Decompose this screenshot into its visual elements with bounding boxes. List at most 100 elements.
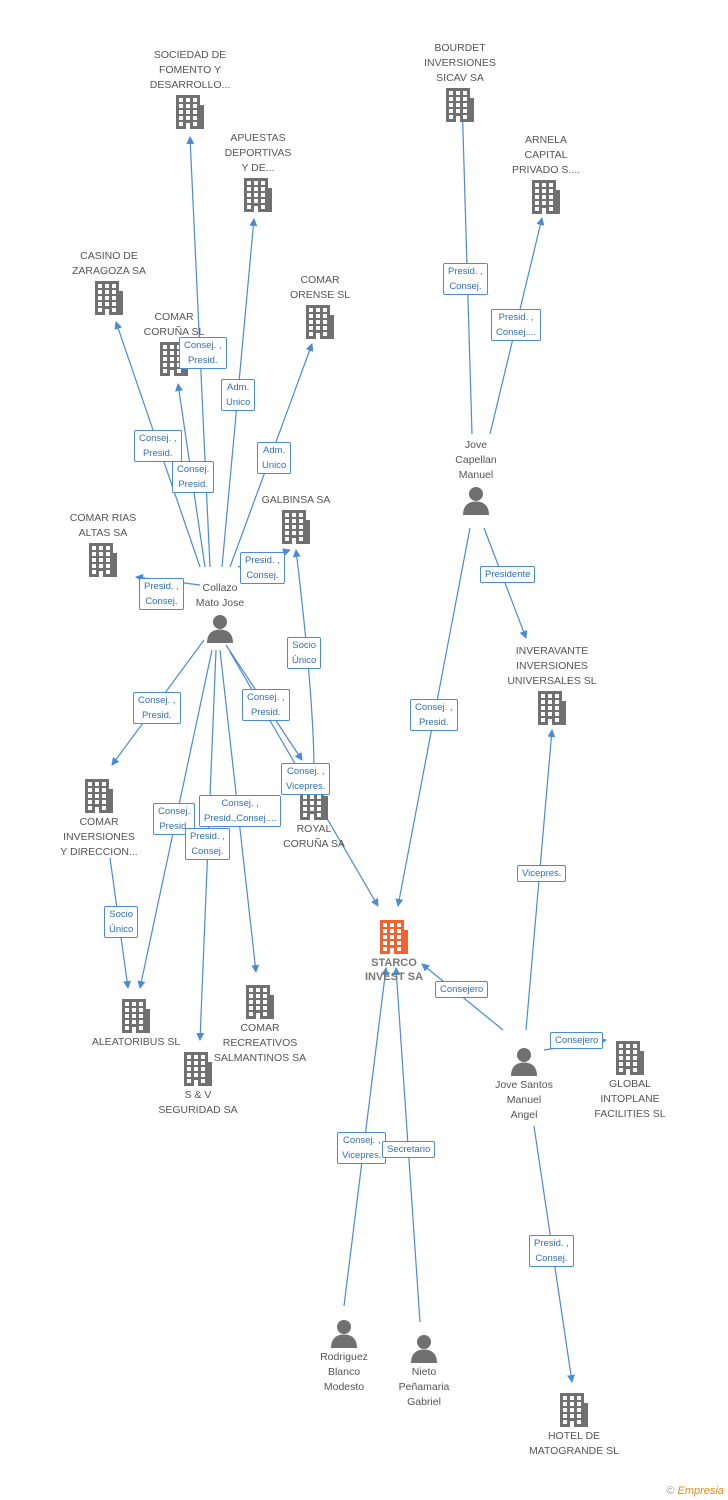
edge-role-label[interactable]: Adm. Unico [257,442,292,474]
edge-role-label[interactable]: Presidente [480,566,536,583]
edge-role-label[interactable]: Consejero [550,1032,604,1049]
node-label: COMAR ORENSE SL [255,273,385,303]
person-icon [463,487,489,515]
edge-role-text: Consej. , [139,433,177,444]
edge-role-label[interactable]: Consej. ,Presid. [134,430,182,462]
building-icon [176,95,204,129]
edge-role-label[interactable]: Presid. ,Consej. [139,578,184,610]
node-label-line: Jove [464,439,488,451]
node-label-line: GLOBAL [608,1078,652,1090]
empresia-logo: Empresia [677,1485,724,1497]
edge-royal-to-galbinsa [292,549,315,773]
edge-role-label[interactable]: Consej. Presid. [172,461,215,493]
edge-role-label[interactable]: Presid. ,Consej. [529,1235,574,1267]
building-icon [306,305,334,339]
node-label-line: CASINO DE [80,250,138,262]
edge-role-text: Adm. [263,445,286,456]
node-galbinsa[interactable]: GALBINSA SA [231,493,361,546]
building-icon [560,1393,588,1427]
edge-role-text: Consej. [158,806,191,817]
edge-role-label[interactable]: Consej. ,Presid. [410,699,458,731]
node-label-line: Jove Santos [495,1079,553,1091]
edge-role-label[interactable]: Presid. ,Consej. [443,263,488,295]
node-label-line: ORENSE SL [289,289,351,301]
person-icon [207,615,233,643]
node-casino[interactable]: CASINO DE ZARAGOZA SA [44,249,174,317]
building-icon [616,1041,644,1075]
edge-role-text: Consej. [246,570,279,581]
node-label-line: APUESTAS [230,132,286,144]
node-label-line: S & V [184,1089,212,1101]
node-label-line: COMAR [300,274,340,286]
edge-role-text: Único [109,924,134,935]
edge-role-label[interactable]: Consej. ,Presid.,Consej.... [199,795,282,827]
node-label-line: INTOPLANE [600,1093,660,1105]
building-icon [446,88,474,122]
node-label-line: CORUÑA SA [283,838,345,850]
node-label-line: SEGURIDAD SA [158,1104,238,1116]
edge-role-text: Presidente [485,569,531,580]
node-label-line: UNIVERSALES SL [507,675,597,687]
node-label-line: RECREATIVOS [222,1037,298,1049]
edge-role-text: Presid. [187,355,218,366]
node-comar-orense[interactable]: COMAR ORENSE SL [255,273,385,341]
node-label-line: ALTAS SA [78,527,128,539]
edge-role-label[interactable]: Adm.Unico [221,379,256,411]
node-label: GALBINSA SA [231,493,361,508]
edge-role-label[interactable]: Presid. ,Consej. [185,828,230,860]
node-label-line: Gabriel [407,1396,441,1408]
edge-role-label[interactable]: Consej. ,Presid. [133,692,181,724]
edge-role-label[interactable]: Presid. ,Consej. [240,552,285,584]
edge-role-label[interactable]: Consej. ,Vicepres. [281,763,331,795]
node-aleatoribus[interactable]: ALEATORIBUS SL [71,997,201,1050]
node-sv[interactable]: S & V SEGURIDAD SA [133,1050,263,1118]
edge-role-text: Consej. , [221,798,259,809]
edge-role-text: Consej. [191,846,224,857]
edge-role-text: Vicepres. [522,868,562,879]
node-label-line: Manuel [506,1094,542,1106]
edge-role-text: Consej. [177,464,210,475]
edge-role-label[interactable]: Consej. ,Presid. [242,689,290,721]
node-label-line: COMAR [240,1022,280,1034]
node-label-line: ZARAGOZA SA [71,265,147,277]
edge-role-text: Consej. [535,1253,568,1264]
edge-role-label[interactable]: Vicepres. [517,865,567,882]
edge-role-label[interactable]: Consejero [435,981,489,998]
node-label-line: MATOGRANDE SL [528,1445,620,1457]
edge-role-label[interactable]: Consej. ,Presid. [179,337,227,369]
edge-role-label[interactable]: Consej. ,Vicepres. [337,1132,387,1164]
edge-role-text: Presid. [178,479,208,490]
copyright-symbol: © [666,1485,675,1497]
edge-role-label[interactable]: Consej.Presid. [153,803,196,835]
edge-role-text: Unico [262,460,287,471]
edge-role-label[interactable]: Presid. ,Consej.... [491,309,542,341]
edge-role-text: Consejero [440,984,484,995]
edge-role-label[interactable]: Secretario [382,1141,436,1158]
edge-role-text: Consejero [555,1035,599,1046]
